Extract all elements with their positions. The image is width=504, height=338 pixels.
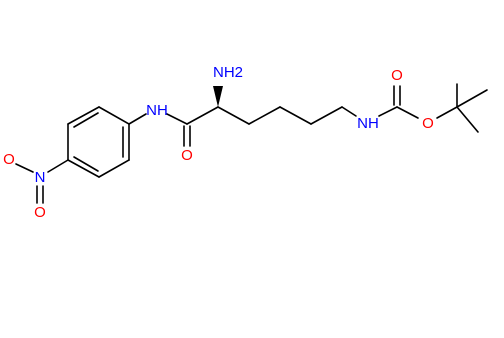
carbamate-ether-oxygen-label: O	[422, 115, 434, 132]
amide-oxygen-label: O	[181, 147, 193, 164]
nh-carbonyl-bond	[166, 113, 188, 125]
tbu-methyl-right	[456, 89, 488, 108]
nitro-oxygen-top-label: O	[3, 151, 15, 168]
nh-carbamate-bond	[378, 106, 398, 117]
nitro-nitrogen-label: N	[35, 169, 46, 186]
ring-double-1	[73, 112, 99, 128]
nitro-oxygen-bottom-label: O	[34, 204, 46, 221]
nitro-o-top-bond	[15, 163, 34, 173]
carbonyl-alpha-bond	[186, 106, 219, 125]
tbu-methyl-down	[456, 106, 479, 133]
ring-nitro-bond	[47, 159, 69, 173]
anilide-nh-label: NH	[146, 102, 168, 119]
wedge-bond	[213, 86, 223, 107]
chain-bond-3	[279, 106, 312, 125]
ring-bond-2	[67, 106, 100, 125]
chain-nh-bond	[341, 106, 357, 117]
chain-bond-1	[217, 106, 250, 125]
amine-nh2-label: NH2	[213, 64, 243, 81]
ring-double-2	[73, 156, 99, 172]
chain-bond-2	[248, 106, 281, 125]
chain-bond-4	[310, 106, 343, 125]
carbamate-nh-label: NH	[357, 115, 379, 132]
carbamate-o-bond	[396, 106, 419, 119]
ring-bond-5	[98, 159, 130, 178]
bonds	[15, 83, 488, 204]
o-tertc-bond	[436, 106, 458, 119]
atom-labels: NH2 NH NH O O O N O O	[3, 64, 434, 221]
carbamate-carbonyl-oxygen-label: O	[391, 67, 403, 84]
ring-nh-bond	[128, 113, 147, 125]
ring-bond-1	[98, 106, 130, 125]
ring-bond-4	[67, 159, 100, 178]
